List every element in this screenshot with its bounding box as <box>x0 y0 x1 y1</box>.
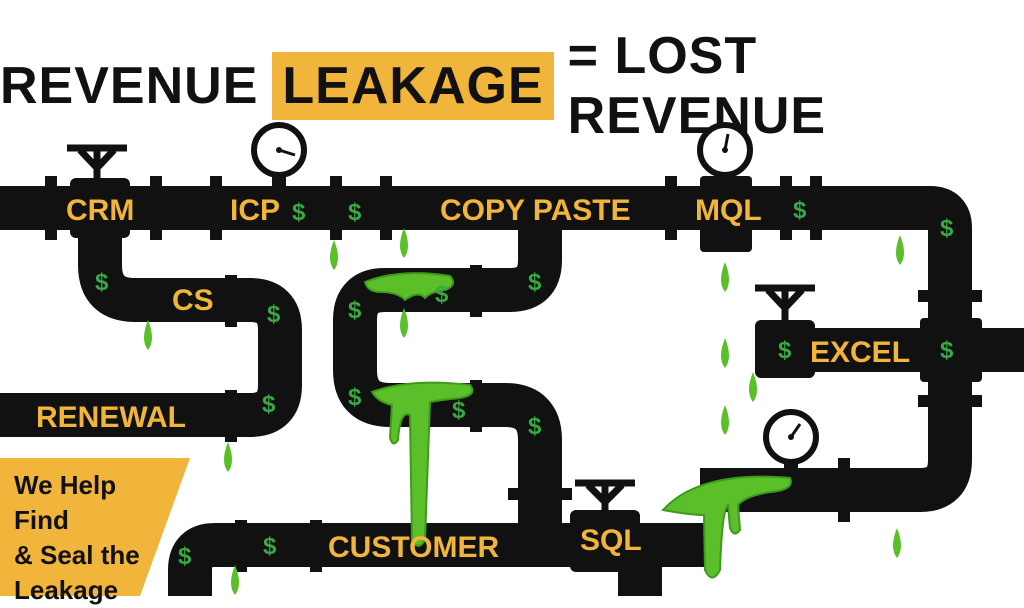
headline-part1: REVENUE <box>0 57 259 115</box>
slime-top-loop <box>363 272 455 302</box>
label-crm: CRM <box>66 194 134 227</box>
droplet-icon <box>400 308 408 338</box>
fitting <box>310 520 322 572</box>
cta-line: & Seal the <box>14 540 140 570</box>
dollar-signs: $ $ $ $ $ $ $ $ $ $ $ $ $ $ $ $ $ <box>95 197 954 570</box>
pipe-copypaste-loop <box>333 208 562 540</box>
dollar-sign: $ <box>348 297 362 324</box>
droplet-icon <box>896 235 904 265</box>
label-cs: CS <box>172 284 214 317</box>
gauge-icon <box>697 122 753 186</box>
gauge-icon <box>251 122 307 186</box>
fitting <box>330 176 342 240</box>
droplet-icon <box>721 405 729 435</box>
dollar-sign: $ <box>267 301 281 328</box>
fitting <box>225 390 237 442</box>
fitting <box>918 290 982 302</box>
droplet-icon <box>231 565 239 595</box>
dollar-sign: $ <box>292 199 306 226</box>
dollar-sign: $ <box>435 281 449 308</box>
dollar-sign: $ <box>452 397 466 424</box>
fitting <box>470 265 482 317</box>
label-icp: ICP <box>230 194 280 227</box>
dollar-sign: $ <box>263 533 277 560</box>
label-copy-paste: COPY PASTE <box>440 194 631 227</box>
fitting <box>508 488 572 500</box>
droplet-icon <box>749 372 757 402</box>
fitting <box>838 458 850 522</box>
dollar-sign: $ <box>348 384 362 411</box>
fitting <box>665 176 677 240</box>
fitting <box>918 395 982 407</box>
gauge-icon <box>763 409 819 471</box>
dollar-sign: $ <box>262 391 276 418</box>
pipe-fittings <box>45 176 982 572</box>
pipe-labels: CRM ICP COPY PASTE MQL CS EXCEL RENEWAL … <box>36 194 910 564</box>
dollar-sign: $ <box>178 543 192 570</box>
dollar-sign: $ <box>348 199 362 226</box>
cta-text: We Help Find & Seal the Leakage <box>14 468 174 608</box>
headline-part2: = LOST REVENUE <box>567 27 827 145</box>
valve-handles <box>67 144 815 510</box>
pipe-bottom-main <box>168 523 720 596</box>
excel-tee <box>920 318 982 382</box>
fitting <box>225 275 237 327</box>
cta-background <box>0 458 190 596</box>
label-sql: SQL <box>580 524 642 557</box>
droplet-icon <box>144 320 152 350</box>
fitting <box>810 176 822 240</box>
headline: REVENUE LEAKAGE = LOST REVENUE <box>0 27 1024 145</box>
valve-wheel-icon <box>575 479 635 510</box>
label-renewal: RENEWAL <box>36 401 186 434</box>
dollar-sign: $ <box>95 269 109 296</box>
droplet-icon <box>893 528 901 558</box>
mql-tee <box>700 176 752 252</box>
pipe-crm-cs <box>0 208 302 437</box>
droplet-icon <box>224 442 232 472</box>
slime-middle-drip <box>370 381 474 547</box>
label-customer: CUSTOMER <box>328 531 499 564</box>
dollar-sign: $ <box>778 337 792 364</box>
fitting <box>45 176 57 240</box>
slime-leaks <box>363 272 792 579</box>
dollar-sign: $ <box>940 215 954 242</box>
valve-wheel-icon <box>67 144 127 178</box>
dollar-sign: $ <box>528 413 542 440</box>
cta-line: Leakage <box>14 575 119 605</box>
valve-wheel-icon <box>755 284 815 320</box>
dollar-sign: $ <box>793 197 807 224</box>
label-excel: EXCEL <box>810 336 910 369</box>
droplet-icon <box>330 240 338 270</box>
excel-valve-body <box>755 320 815 378</box>
fitting <box>150 176 162 240</box>
droplet-icon <box>400 228 408 258</box>
headline-highlight: LEAKAGE <box>272 52 554 120</box>
fitting <box>470 380 482 432</box>
droplet-icon <box>721 338 729 368</box>
pressure-gauges <box>251 122 819 471</box>
fitting <box>380 176 392 240</box>
fitting <box>235 520 247 572</box>
fitting <box>210 176 222 240</box>
pipe-right-vertical <box>700 260 972 512</box>
droplet-icon <box>721 262 729 292</box>
slime-sql-drip <box>661 475 792 579</box>
cta-line: We Help Find <box>14 470 117 535</box>
fitting <box>780 176 792 240</box>
crm-valve-body <box>70 178 130 238</box>
label-mql: MQL <box>695 194 762 227</box>
dollar-sign: $ <box>940 337 954 364</box>
dollar-sign: $ <box>528 269 542 296</box>
cta-callout: We Help Find & Seal the Leakage <box>0 458 200 605</box>
sql-valve-body <box>570 510 640 572</box>
pipe-top-main <box>0 186 972 280</box>
droplets <box>144 228 904 595</box>
